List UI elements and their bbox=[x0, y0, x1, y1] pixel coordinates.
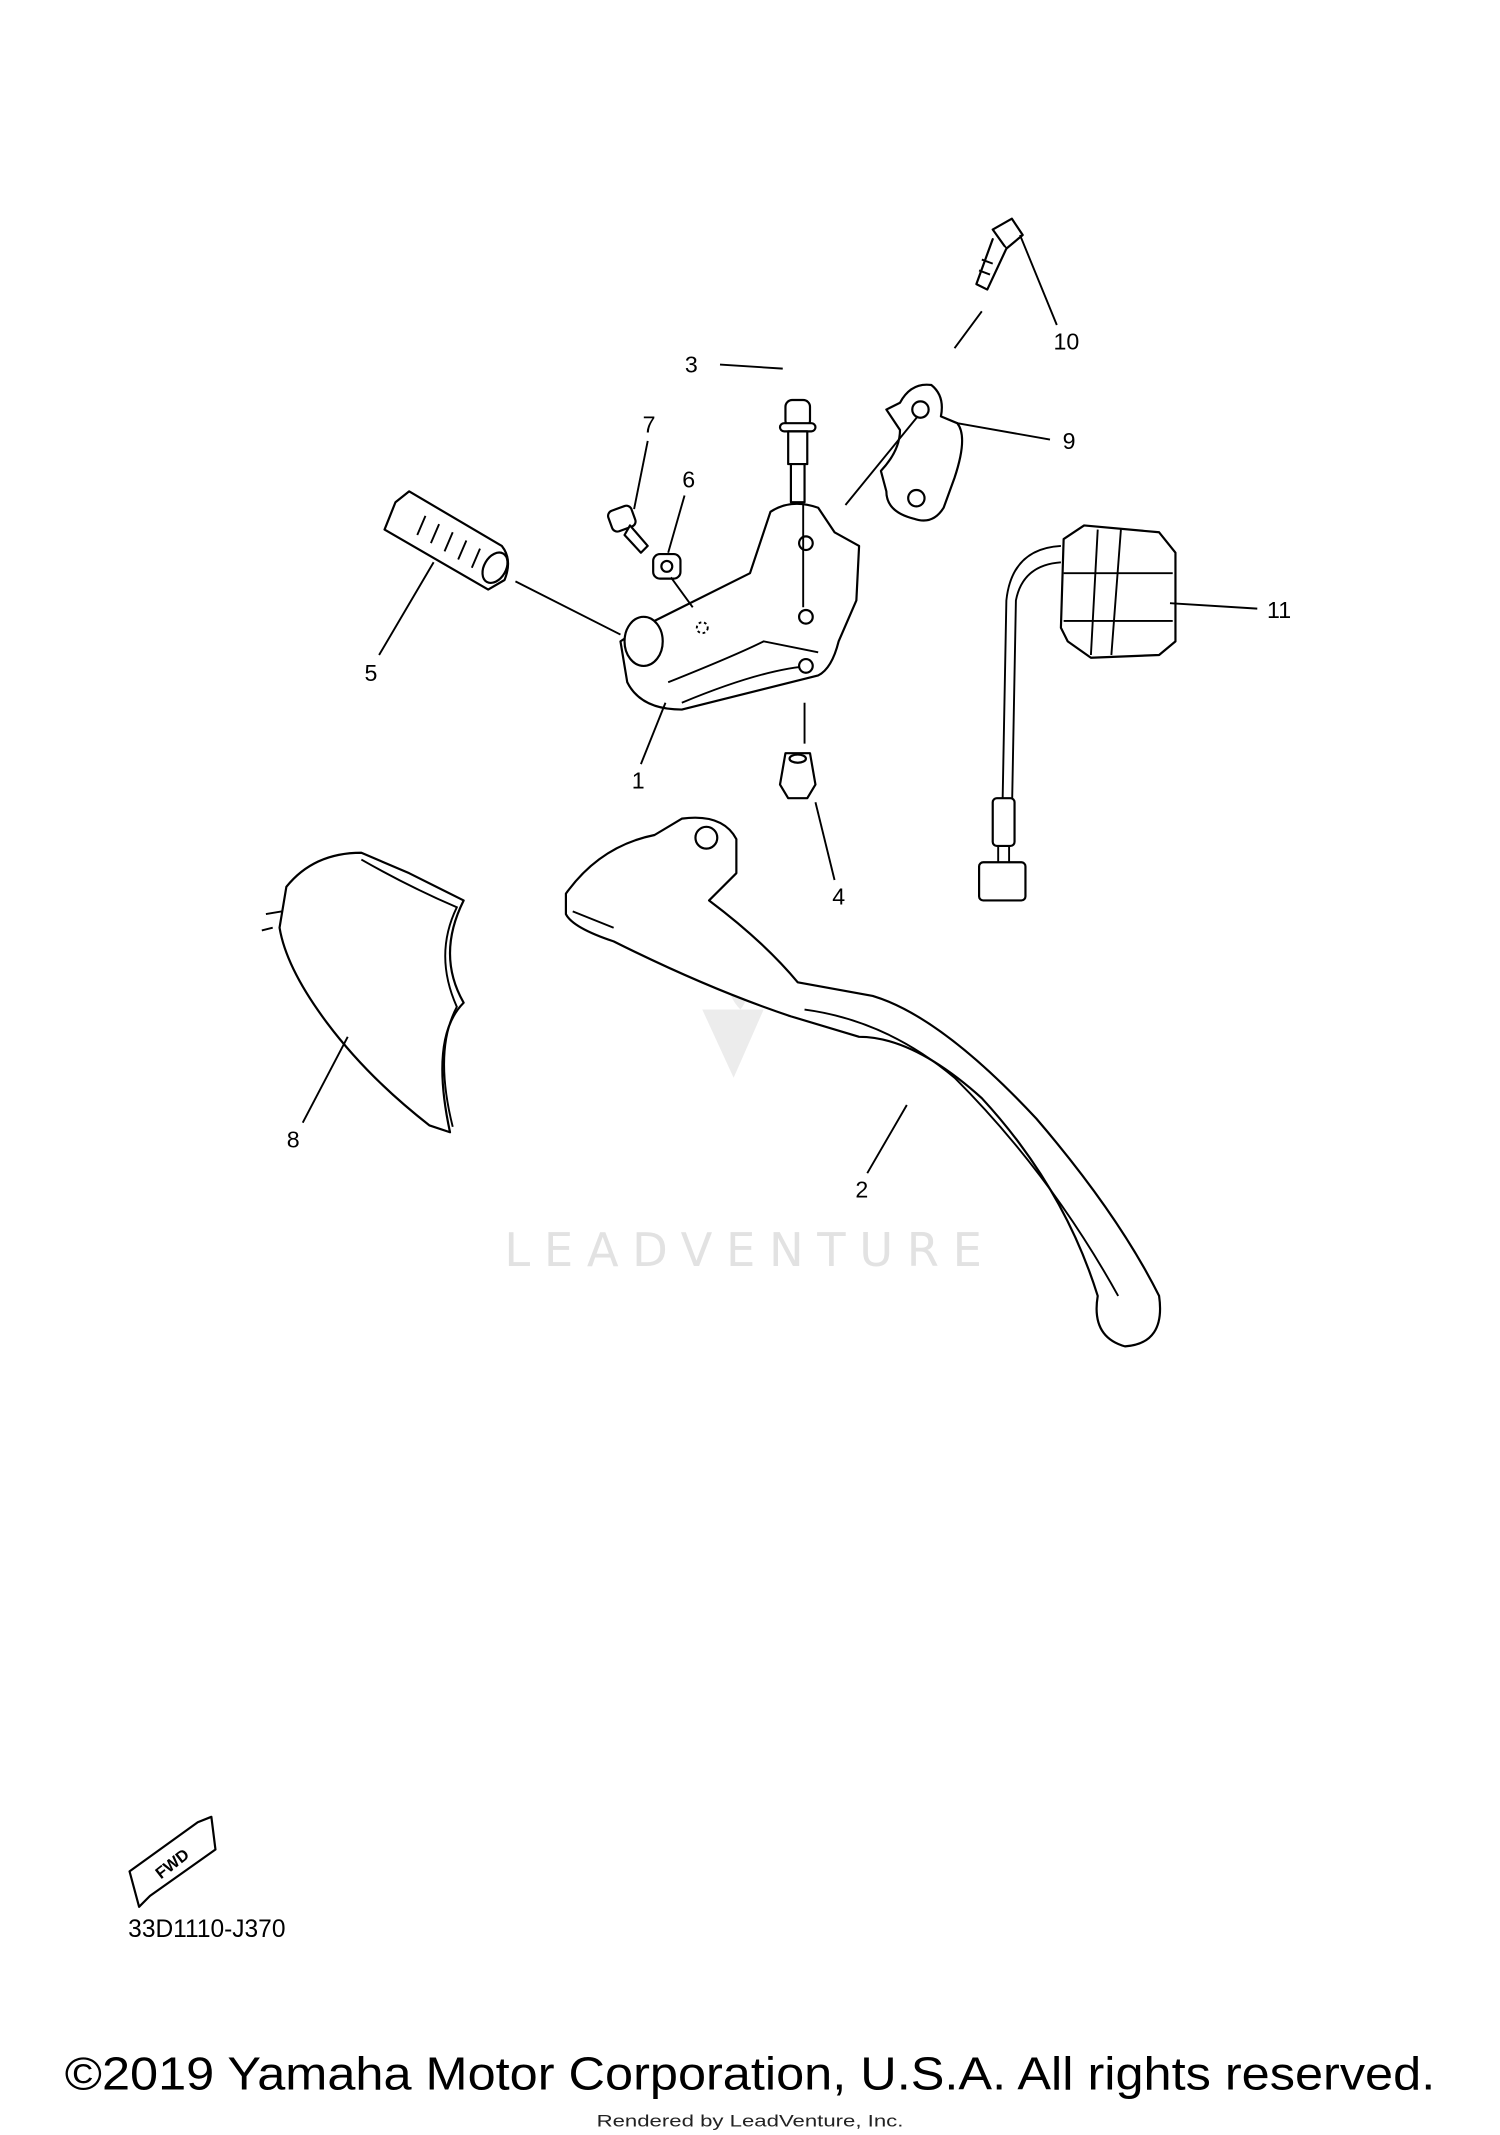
callout-11[interactable]: 11 bbox=[1267, 597, 1291, 623]
part-4-nut bbox=[778, 752, 817, 800]
part-7-screw bbox=[607, 504, 649, 554]
callout-2[interactable]: 2 bbox=[855, 1177, 868, 1203]
callout-4[interactable]: 4 bbox=[832, 884, 845, 910]
leader-lines bbox=[301, 234, 1258, 1174]
fwd-arrow-icon: FWD bbox=[128, 1815, 217, 1908]
callout-10[interactable]: 10 bbox=[1053, 329, 1079, 355]
callout-1[interactable]: 1 bbox=[632, 768, 645, 794]
callout-8[interactable]: 8 bbox=[287, 1126, 300, 1152]
diagram-code: 33D1110-J370 bbox=[128, 1916, 285, 1943]
leadventure-watermark: LEADVENTURE bbox=[504, 955, 995, 1277]
rendered-by-notice: Rendered by LeadVenture, Inc. bbox=[597, 2112, 904, 2130]
part-3-bolt bbox=[778, 398, 817, 504]
callout-3[interactable]: 3 bbox=[685, 352, 698, 378]
callout-7[interactable]: 7 bbox=[643, 412, 656, 438]
part-9-clamp bbox=[879, 383, 964, 522]
part-2-brake-lever bbox=[564, 816, 1162, 1348]
callout-6[interactable]: 6 bbox=[682, 466, 695, 492]
callout-5[interactable]: 5 bbox=[364, 660, 377, 686]
part-6-nut bbox=[652, 553, 682, 580]
callout-9[interactable]: 9 bbox=[1063, 428, 1076, 454]
copyright-notice: ©2019 Yamaha Motor Corporation, U.S.A. A… bbox=[65, 2048, 1435, 2100]
part-1-lever-holder bbox=[619, 502, 861, 711]
svg-text:LEADVENTURE: LEADVENTURE bbox=[504, 1223, 995, 1277]
part-5-adjuster bbox=[383, 490, 510, 591]
part-10-bolt bbox=[975, 217, 1024, 291]
part-8-lever-cover bbox=[261, 851, 465, 1134]
part-11-switch bbox=[978, 524, 1177, 902]
